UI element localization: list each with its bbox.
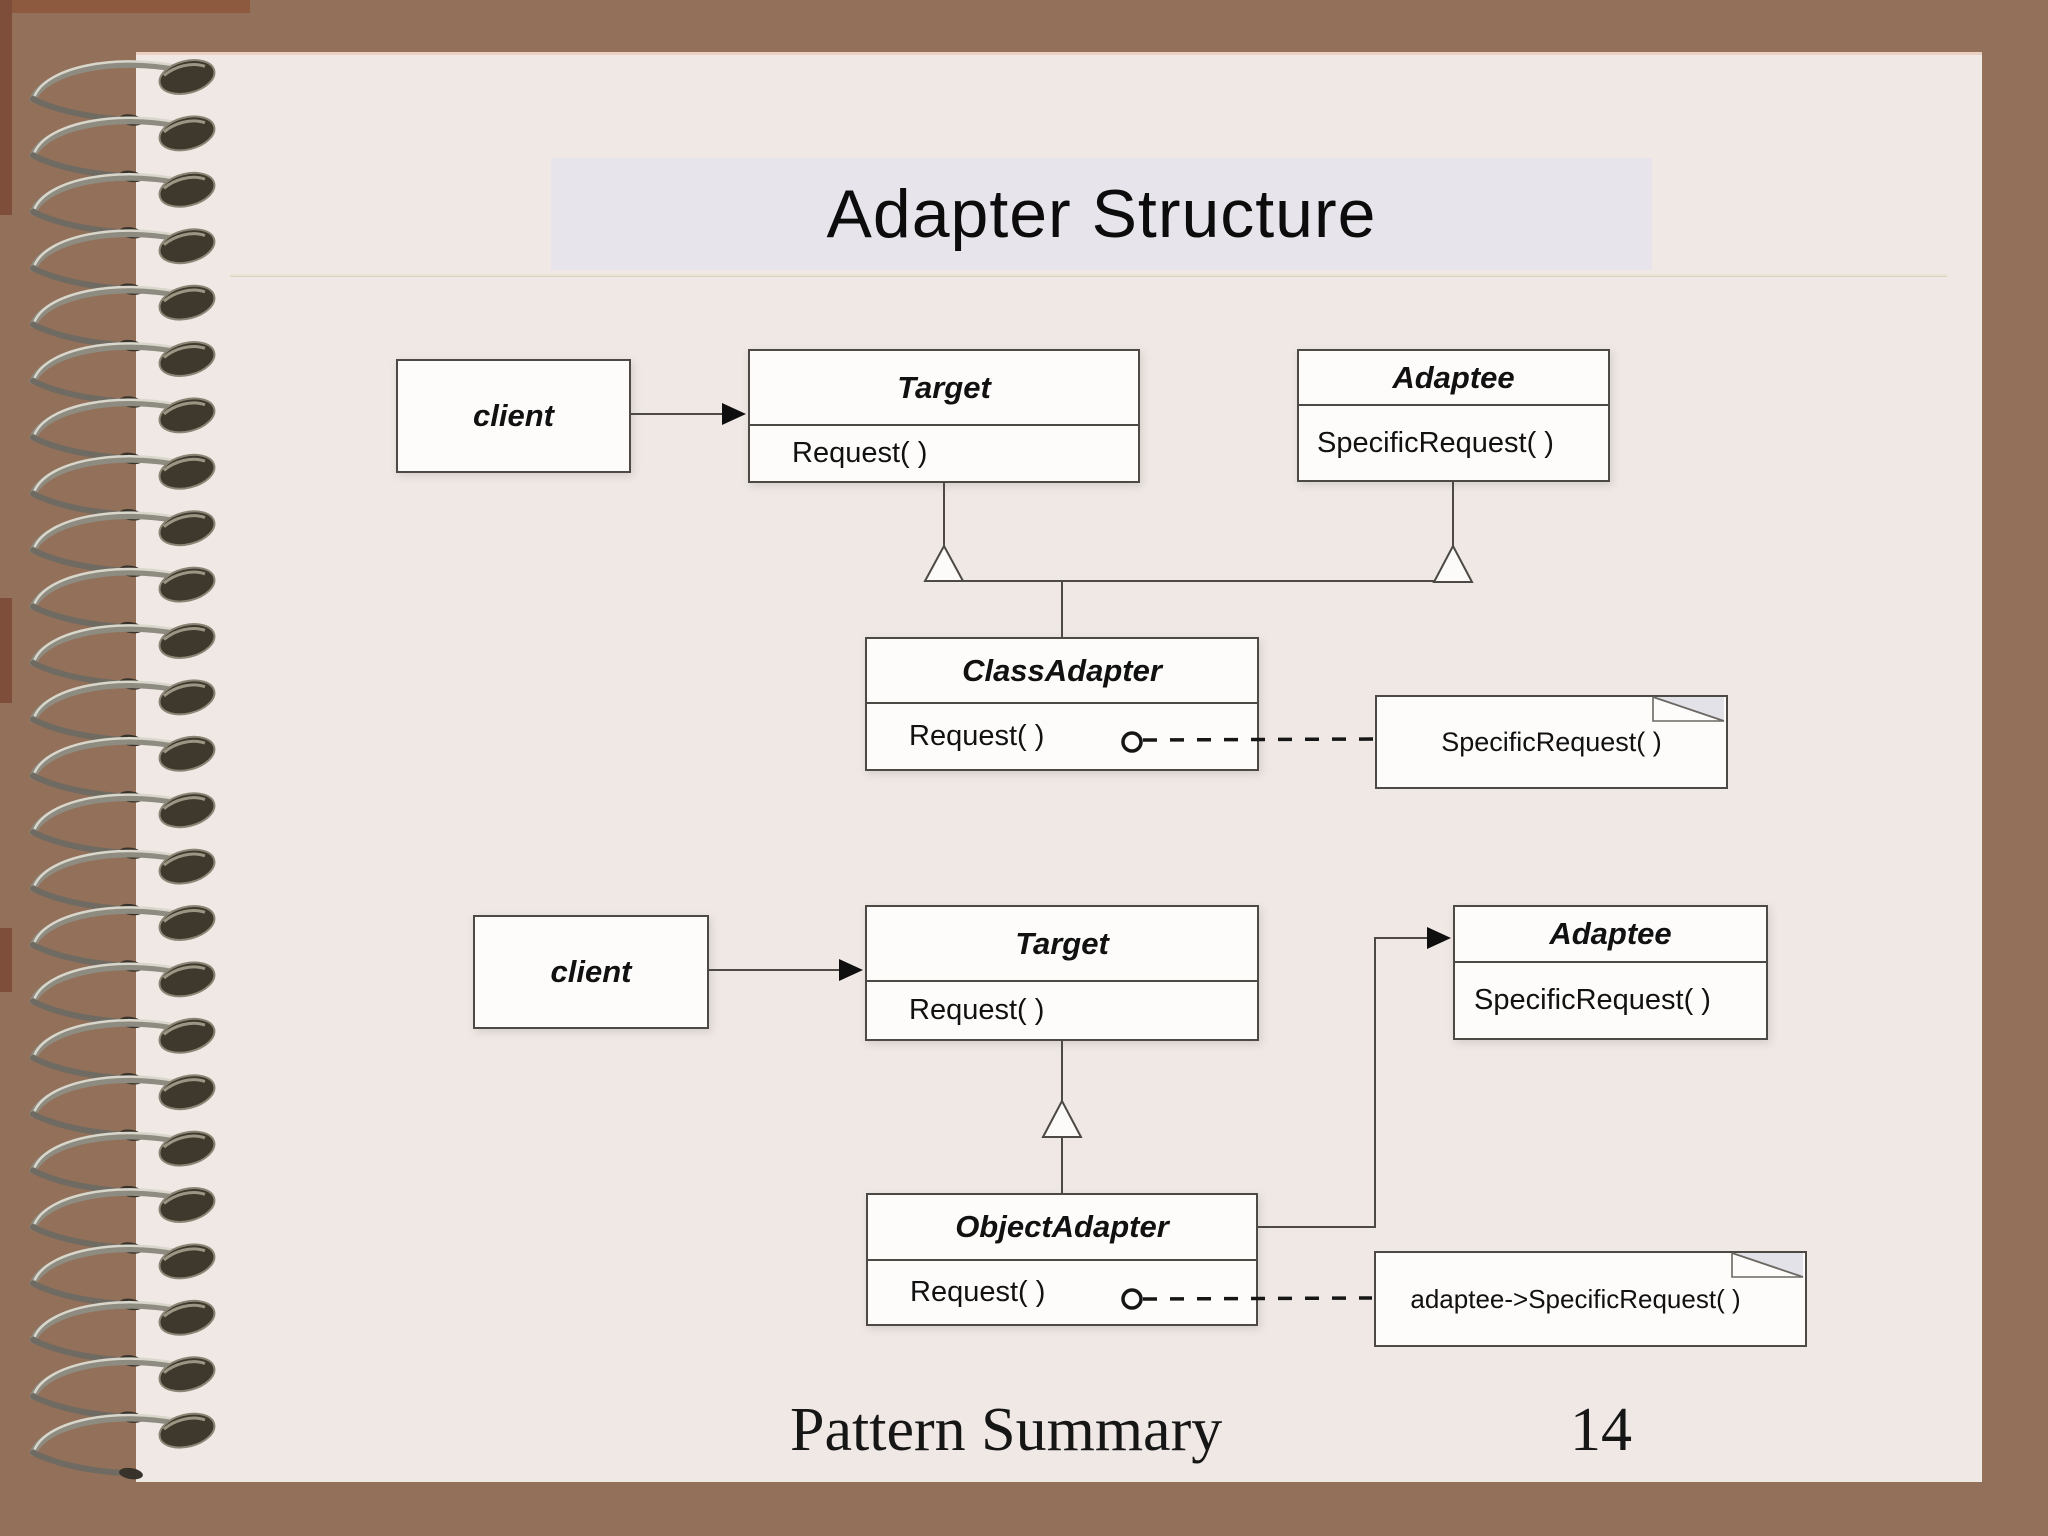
- implementation-note-box: adaptee->SpecificRequest( ): [1374, 1251, 1807, 1347]
- client-box: client: [396, 359, 631, 473]
- title-band: Adapter Structure: [551, 158, 1652, 270]
- class-method: Request( ): [792, 437, 928, 469]
- paper-top-edge: [136, 52, 1982, 55]
- class-method: Request( ): [909, 994, 1045, 1026]
- note-text: adaptee->SpecificRequest( ): [1410, 1283, 1741, 1314]
- border-accent-patch: [0, 928, 12, 992]
- client-label: client: [473, 398, 554, 433]
- note-fold-icon: [1652, 696, 1725, 722]
- class-method: SpecificRequest( ): [1474, 984, 1711, 1016]
- class-name: Target: [750, 351, 1138, 426]
- class-method: Request( ): [910, 1276, 1046, 1308]
- class-method: Request( ): [909, 720, 1045, 752]
- border-accent-patch: [0, 0, 12, 215]
- slide-title: Adapter Structure: [826, 176, 1377, 252]
- page-number: 14: [1570, 1396, 1632, 1464]
- adaptee-class-box: Adaptee SpecificRequest( ): [1453, 905, 1768, 1040]
- class-name: Adaptee: [1455, 907, 1766, 963]
- client-label: client: [550, 954, 632, 989]
- note-text: SpecificRequest( ): [1441, 726, 1662, 757]
- target-class-box: Target Request( ): [865, 905, 1259, 1041]
- footer-caption: Pattern Summary: [790, 1396, 1223, 1464]
- class-name: ObjectAdapter: [868, 1195, 1256, 1261]
- class-name: Adaptee: [1299, 351, 1608, 406]
- client-box: client: [473, 915, 709, 1029]
- note-fold-icon: [1731, 1252, 1804, 1278]
- object-adapter-box: ObjectAdapter Request( ): [866, 1193, 1258, 1326]
- implementation-note-box: SpecificRequest( ): [1375, 695, 1728, 789]
- class-adapter-box: ClassAdapter Request( ): [865, 637, 1259, 771]
- class-method: SpecificRequest( ): [1317, 426, 1554, 459]
- class-name: Target: [867, 907, 1257, 982]
- class-name: ClassAdapter: [867, 639, 1257, 704]
- target-class-box: Target Request( ): [748, 349, 1140, 483]
- border-accent-patch: [0, 598, 12, 703]
- border-accent-patch: [0, 0, 250, 13]
- adaptee-class-box: Adaptee SpecificRequest( ): [1297, 349, 1610, 482]
- title-underline-rule: [230, 274, 1947, 277]
